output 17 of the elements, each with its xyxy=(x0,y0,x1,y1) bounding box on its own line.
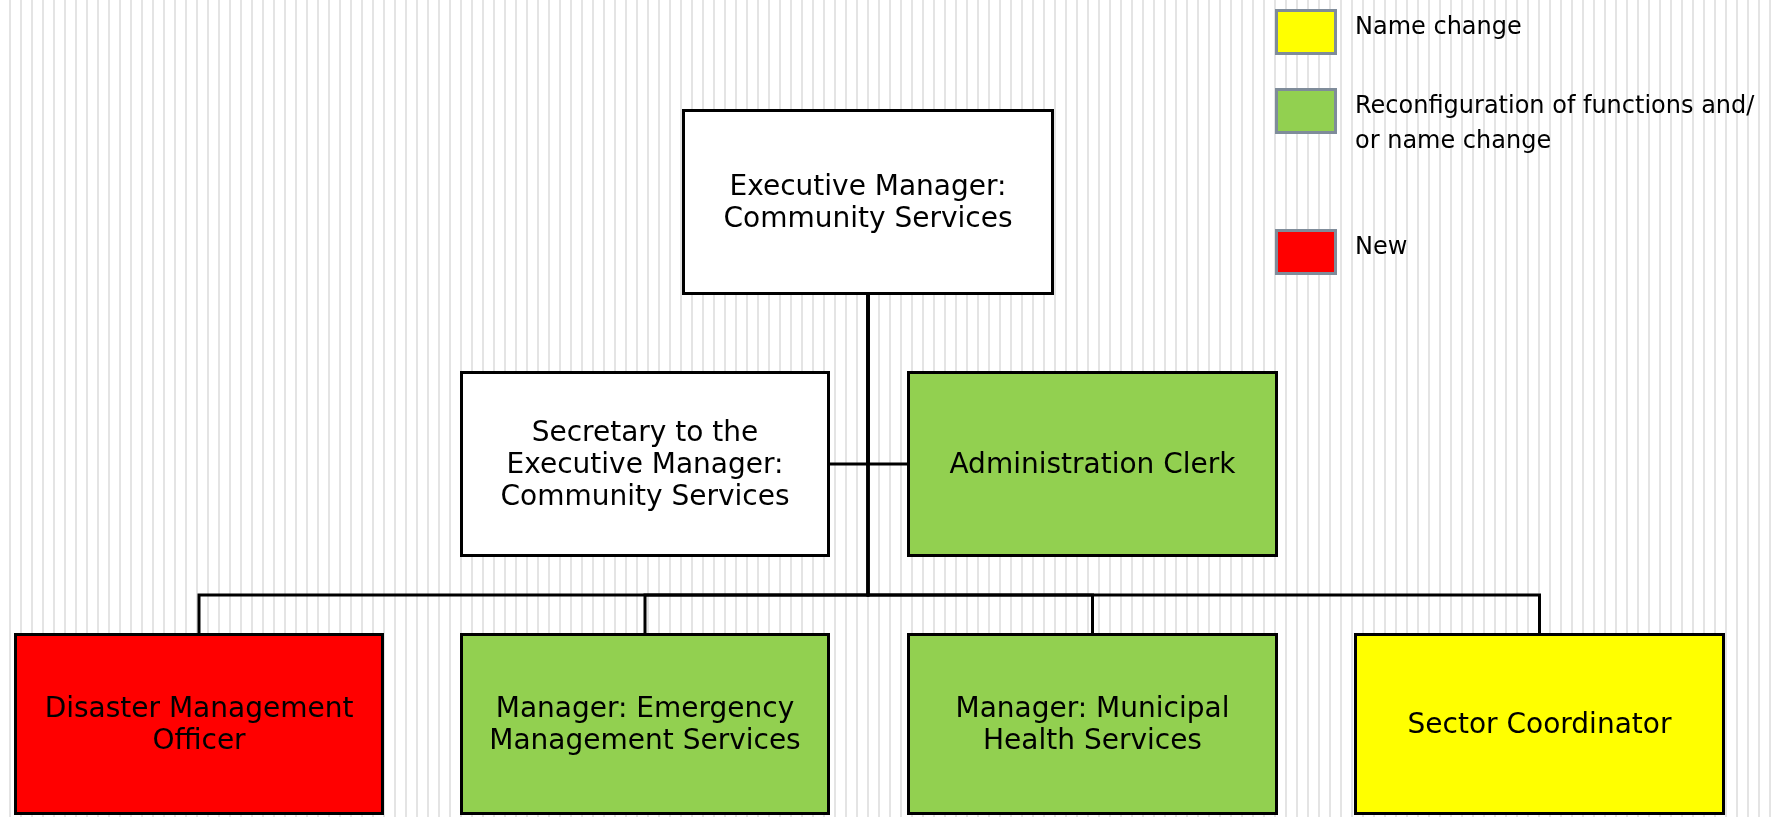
role-title: Sector Coordinator xyxy=(1407,707,1672,741)
role-title: Secretary to the Executive Manager: Community Services xyxy=(499,415,791,513)
org-box xyxy=(907,633,1278,815)
role-title: Manager: Municipal Health Services xyxy=(954,691,1231,757)
role-title: Administration Clerk xyxy=(949,447,1236,481)
org-box xyxy=(682,109,1054,295)
legend-label: New xyxy=(1355,231,1409,262)
org-box xyxy=(14,633,384,815)
org-box xyxy=(907,371,1278,557)
role-title: Manager: Emergency Management Services xyxy=(488,691,802,757)
org-box xyxy=(460,371,830,557)
org-box xyxy=(460,633,830,815)
legend-label: Name change xyxy=(1355,11,1523,42)
org-box xyxy=(1354,633,1725,815)
role-title: Executive Manager: Community Services xyxy=(722,169,1014,235)
legend-label: Reconfiguration of functions and/ or name change xyxy=(1355,90,1755,156)
role-title: Disaster Management Officer xyxy=(43,691,355,757)
